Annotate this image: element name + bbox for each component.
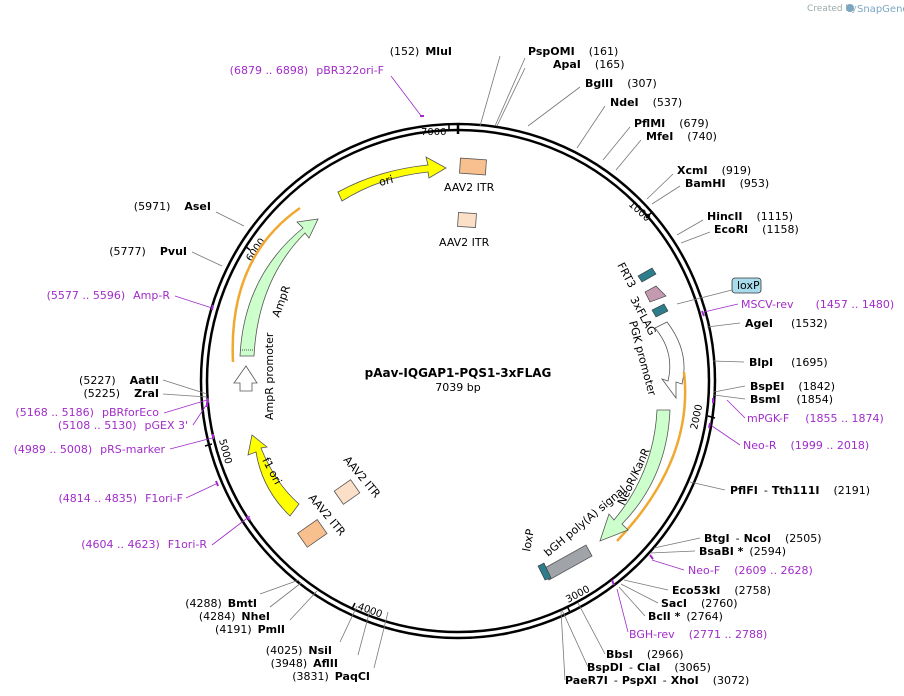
- enzyme-paer7i: PaeR7I-PspXI-XhoI(3072): [565, 674, 749, 687]
- enzyme-bspdi: BspDI-ClaI(3065): [587, 661, 711, 674]
- enzyme-bbsi: BbsI(2966): [606, 648, 683, 661]
- enzyme-pflmi: PflMI(679): [634, 117, 709, 130]
- aav2-itr-top-label2: AAV2 ITR: [439, 236, 490, 249]
- enzyme-pflfi: PflFI-Tth111I(2191): [730, 484, 870, 497]
- leaders-right: [649, 303, 746, 571]
- f1-ori-feature: f1 ori: [247, 434, 300, 517]
- frt3-feature: FRT3: [614, 260, 657, 290]
- primer-markers: [206, 115, 714, 586]
- primer-f1ori-f: (4814 .. 4835)F1ori-F: [59, 492, 184, 505]
- snapgene-logo-icon: [846, 4, 854, 12]
- loxp-top-label: loxP: [737, 279, 760, 292]
- leaders-bottom-left: [259, 579, 389, 669]
- primer-pbrforeco: (5168 .. 5186)pBRforEco: [15, 406, 159, 419]
- primer-mpgk-f: mPGK-F(1855 .. 1874): [747, 412, 884, 425]
- enzyme-leaders-top: [479, 55, 711, 244]
- enzyme-bglii: BglII(307): [585, 77, 657, 90]
- tick-label-1000: 1000: [626, 199, 652, 224]
- enzyme-bsabi: BsaBI *(2594): [699, 545, 786, 558]
- loxp-top-feature: loxP: [644, 277, 762, 305]
- ampr-label: AmpR: [270, 283, 294, 319]
- ampr-promoter-label: AmpR promoter: [263, 332, 276, 420]
- primer-pbr322ori-f: (6879 .. 6898)pBR322ori-F: [230, 64, 384, 77]
- enzyme-hincii: HincII(1115): [707, 210, 793, 223]
- enzyme-bspei: BspEI(1842): [750, 380, 835, 393]
- plasmid-name: pAav-IQGAP1-PQS1-3xFLAG: [365, 366, 552, 380]
- enzyme-ndei: NdeI(537): [610, 96, 682, 109]
- snapgene-brand: SnapGene: [857, 4, 904, 15]
- enzyme-bsmi: BsmI(1854): [750, 393, 833, 406]
- enzyme-nhei: (4284)NheI: [199, 610, 270, 623]
- loxp-top-box: [731, 277, 762, 294]
- aav2-itr-top-box2: [457, 211, 477, 229]
- enzyme-blpi: BlpI(1695): [749, 356, 828, 369]
- enzyme-bmti: (4288)BmtI: [185, 597, 257, 610]
- primer-neo-r: Neo-R(1999 .. 2018): [743, 439, 869, 452]
- ampr-promoter-feature: AmpR promoter: [233, 332, 276, 420]
- enzyme-aflii: (3948)AflII: [271, 657, 338, 670]
- plasmid-length: 7039 bp: [435, 381, 480, 394]
- primer-f1ori-r: (4604 .. 4623)F1ori-R: [81, 538, 207, 551]
- enzyme-eco53ki: Eco53kI(2758): [672, 584, 771, 597]
- aav2-itr-top-box: [459, 157, 487, 176]
- enzyme-ecori: EcoRI(1158): [714, 223, 799, 236]
- enzyme-nsii: (4025)NsiI: [266, 644, 332, 657]
- enzyme-bamhi: BamHI(953): [685, 177, 769, 190]
- primer-neo-f: Neo-F(2609 .. 2628): [688, 564, 813, 577]
- created-by-label: Created by: [807, 4, 857, 14]
- leaders-bottom-right: [560, 579, 669, 681]
- primer-amp-r: (5577 .. 5596)Amp-R: [47, 289, 171, 302]
- aav2-itr-bottom-box2: [297, 519, 328, 548]
- enzyme-pvui: (5777)PvuI: [109, 245, 187, 258]
- tick-label-5000: 5000: [216, 438, 233, 465]
- enzyme-mfei: MfeI(740): [646, 130, 717, 143]
- enzyme-zrai: (5225)ZraI: [84, 387, 160, 400]
- loxp-bottom-label: loxP: [520, 528, 537, 553]
- frt3-label: FRT3: [614, 260, 638, 290]
- aav2-itr-bottom-box: [333, 479, 361, 505]
- ori-feature: ori: [337, 156, 447, 202]
- tick-label-7000: 7000: [421, 127, 446, 138]
- aav2-itr-top-label: AAV2 ITR: [444, 181, 495, 194]
- enzyme-bcli: BclI *(2764): [648, 610, 723, 623]
- ori-label: ori: [378, 173, 395, 189]
- neor-kanr-feature: NeoR/KanR: [599, 371, 687, 542]
- tick-label-2000: 2000: [689, 403, 705, 430]
- enzyme-pmli: (4191)PmlI: [215, 623, 285, 636]
- primer-mscv-rev: MSCV-rev(1457 .. 1480): [741, 298, 894, 311]
- enzyme-saci: SacI(2760): [661, 597, 738, 610]
- enzyme-psppomi: PspOMI(161): [528, 45, 618, 58]
- leaders-left: [162, 75, 423, 546]
- primer-prs-marker: (4989 .. 5008)pRS-marker: [14, 443, 166, 456]
- enzyme-aatii: (5227)AatII: [79, 374, 159, 387]
- enzyme-agei: AgeI(1532): [745, 317, 828, 330]
- enzyme-asei: (5971)AseI: [134, 200, 211, 213]
- enzyme-xcmi: XcmI(919): [677, 164, 751, 177]
- primer-bgh-rev: BGH-rev(2771 .. 2788): [629, 628, 767, 641]
- primer-pgex-3: (5108 .. 5130)pGEX 3': [58, 419, 188, 432]
- enzyme-mlui: (152)MluI: [390, 45, 452, 58]
- enzyme-btgi: BtgI-NcoI(2505): [704, 532, 822, 545]
- enzyme-apai: ApaI(165): [553, 58, 625, 71]
- enzyme-paqci: (3831)PaqCI: [292, 670, 370, 683]
- scale-ticks: [204, 123, 716, 613]
- loxp-bottom-feature: loxP: [520, 528, 552, 581]
